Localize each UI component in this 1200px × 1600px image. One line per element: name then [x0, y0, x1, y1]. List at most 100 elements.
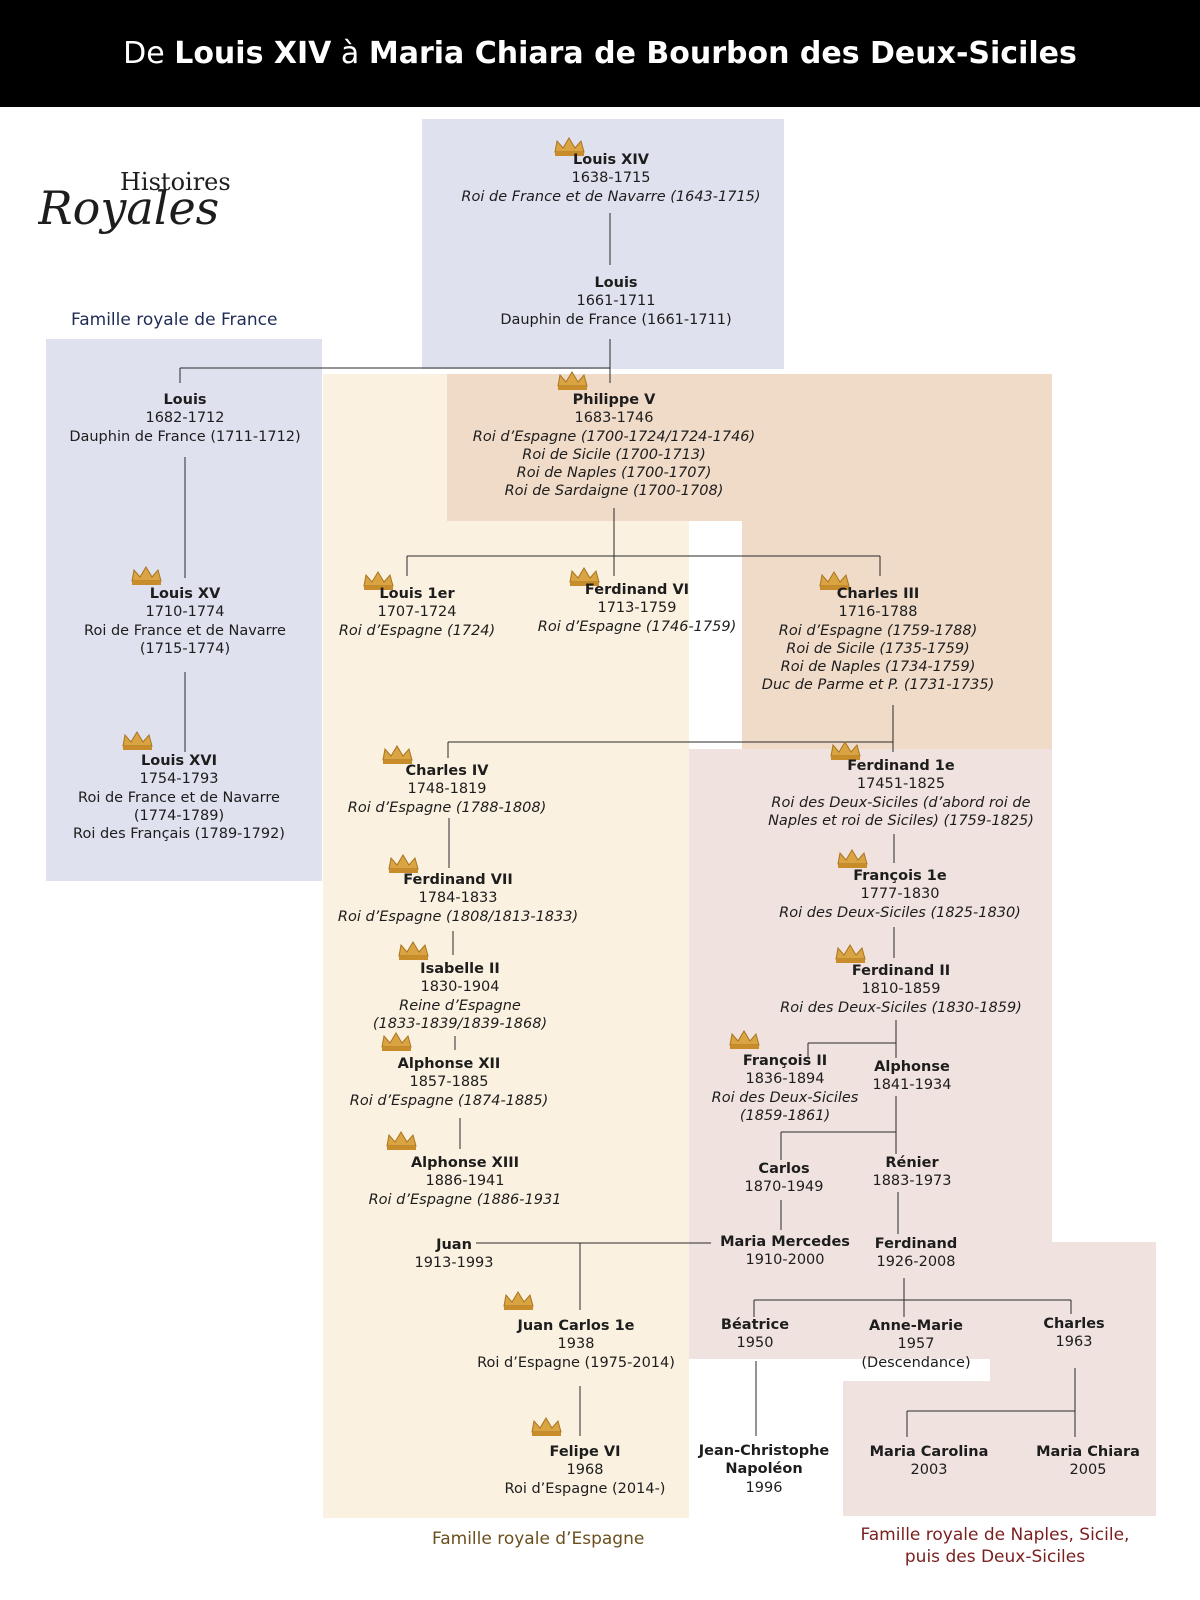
person-dates: 1857-1885 [409, 1074, 489, 1091]
person-name: Béatrice [720, 1317, 790, 1333]
header-banner: De Louis XIV à Maria Chiara de Bourbon d… [0, 0, 1200, 107]
person-title: Roi de Naples (1734-1759) [780, 659, 976, 676]
person-dates: 1683-1746 [574, 410, 654, 427]
person-juan: Juan 1913-1993 [414, 1236, 493, 1273]
person-title: Roi d’Espagne (1700-1724/1724-1746) [472, 428, 756, 445]
crown-icon [569, 567, 600, 586]
crown-icon [557, 371, 588, 390]
person-name: Louis XVI [141, 753, 217, 769]
person-louis-1er: Louis 1er 1707-1724 Roi d’Espagne (1724) [339, 585, 495, 640]
person-dates: 1870-1949 [744, 1179, 824, 1196]
person-title: (Descendance) [861, 1354, 971, 1371]
person-dates: 1638-1715 [571, 170, 651, 187]
person-dates: 1810-1859 [861, 981, 941, 998]
person-dates: 1748-1819 [407, 781, 487, 798]
person-title: Dauphin de France (1661-1711) [500, 311, 732, 328]
person-title: (1774-1789) [133, 807, 225, 824]
logo-word-histoires: Histoires [120, 168, 231, 196]
region-naples-upper [742, 521, 1052, 749]
person-dates: 2003 [910, 1462, 948, 1479]
person-title: Roi d’Espagne (1788-1808) [347, 799, 547, 816]
region-gap [843, 1359, 990, 1381]
person-dates: 17451-1825 [856, 776, 946, 793]
person-name: Ferdinand [874, 1236, 958, 1252]
person-title: (1859-1861) [739, 1107, 831, 1124]
crown-icon [363, 571, 394, 590]
person-title: Roi de France et de Navarre [84, 622, 286, 639]
person-name: Isabelle II [420, 961, 500, 977]
crown-icon [381, 1032, 412, 1051]
person-name: Charles [1043, 1316, 1105, 1332]
logo-word-royales: Royales [38, 181, 219, 235]
person-ferdinand-vii: Ferdinand VII 1784-1833 Roi d’Espagne (1… [338, 871, 578, 926]
region-spain [323, 374, 689, 1518]
person-name: Rénier [885, 1155, 939, 1171]
person-title: Duc de Parme et P. (1731-1735) [761, 677, 995, 694]
person-dates: 1841-1934 [872, 1077, 952, 1094]
person-dates: 1957 [897, 1336, 935, 1353]
person-maria-mercedes: Maria Mercedes 1910-2000 [720, 1233, 850, 1270]
person-title: Roi de Sicile (1735-1759) [786, 640, 970, 657]
person-dates: 1830-1904 [420, 979, 500, 996]
person-title: Naples et roi de Siciles) (1759-1825) [768, 812, 1034, 829]
person-dates: 1777-1830 [860, 886, 940, 903]
line-charles-children [906, 1368, 1076, 1437]
person-name: François 1e [853, 868, 947, 884]
histoires-royales-logo: Histoires Royales [38, 168, 231, 235]
person-renier: Rénier 1883-1973 [872, 1154, 951, 1191]
person-dates: 1836-1894 [745, 1071, 825, 1088]
crown-icon [835, 944, 866, 963]
page-title: De Louis XIV à Maria Chiara de Bourbon d… [0, 34, 1200, 74]
person-name: Louis 1er [379, 586, 455, 602]
region-france-top [422, 119, 784, 369]
person-title: Roi de France et de Navarre (1643-1715) [461, 188, 761, 205]
person-name: Ferdinand II [851, 963, 951, 979]
person-name: Philippe V [572, 392, 656, 408]
person-dates: 1784-1833 [418, 890, 498, 907]
person-francois-ii: François II 1836-1894 Roi des Deux-Sicil… [712, 1052, 859, 1125]
person-maria-chiara: Maria Chiara 2005 [1036, 1443, 1140, 1480]
crown-icon [819, 571, 850, 590]
person-jean-christophe-napoleon: Jean-Christophe Napoléon 1996 [699, 1442, 830, 1497]
person-louis-xvi: Louis XVI 1754-1793 Roi de France et de … [73, 752, 285, 843]
region-naples-top [447, 374, 1052, 521]
person-dates: 1713-1759 [597, 600, 677, 617]
person-dates: 1963 [1055, 1334, 1093, 1351]
title-name-1: Louis XIV [174, 36, 332, 71]
person-dates: 1926-2008 [876, 1254, 956, 1271]
person-name: Juan [436, 1237, 472, 1253]
line-alphonse-children [780, 1096, 897, 1160]
person-charles-1963: Charles 1963 [1043, 1315, 1104, 1352]
person-ferdinand-vi: Ferdinand VI 1713-1759 Roi d’Espagne (17… [538, 581, 736, 636]
person-name: Louis XIV [573, 152, 649, 168]
person-carlos: Carlos 1870-1949 [744, 1160, 823, 1197]
person-francois-1e: François 1e 1777-1830 Roi des Deux-Sicil… [779, 867, 1021, 922]
crown-icon [554, 137, 585, 156]
person-name: Ferdinand VI [584, 582, 690, 598]
person-dates: 1661-1711 [576, 293, 656, 310]
person-title: Roi d’Espagne (1874-1885) [349, 1092, 549, 1109]
person-title: Roi des Français (1789-1792) [73, 826, 285, 843]
region-naples-lower [1052, 1242, 1156, 1516]
person-title: Roi d’Espagne (1975-2014) [477, 1354, 675, 1371]
person-alphonse-xiii: Alphonse XIII 1886-1941 Roi d’Espagne (1… [369, 1154, 562, 1209]
crown-icon [398, 941, 429, 960]
crown-icon [131, 566, 162, 585]
person-name: Maria Mercedes [720, 1234, 850, 1250]
person-title: (1833-1839/1839-1868) [372, 1015, 548, 1032]
person-title: Roi d’Espagne (1808/1813-1833) [337, 908, 579, 925]
person-title: Roi d’Espagne (1759-1788) [778, 622, 978, 639]
person-dates: 1913-1993 [414, 1255, 494, 1272]
person-title: Roi d’Espagne (1886-1931 [368, 1191, 562, 1208]
person-title: Roi de Sardaigne (1700-1708) [504, 483, 724, 500]
crown-icon [729, 1030, 760, 1049]
person-dates: 1996 [745, 1479, 783, 1496]
person-title: Dauphin de France (1711-1712) [69, 428, 301, 445]
line-charles3-children [447, 705, 894, 758]
person-name: Charles III [836, 586, 920, 602]
person-name: Louis XV [149, 586, 221, 602]
person-title: Roi d’Espagne (1746-1759) [537, 618, 737, 635]
person-dates: 1886-1941 [425, 1173, 505, 1190]
person-alphonse-xii: Alphonse XII 1857-1885 Roi d’Espagne (18… [350, 1055, 548, 1110]
person-charles-iii: Charles III 1716-1788 Roi d’Espagne (175… [762, 585, 994, 695]
